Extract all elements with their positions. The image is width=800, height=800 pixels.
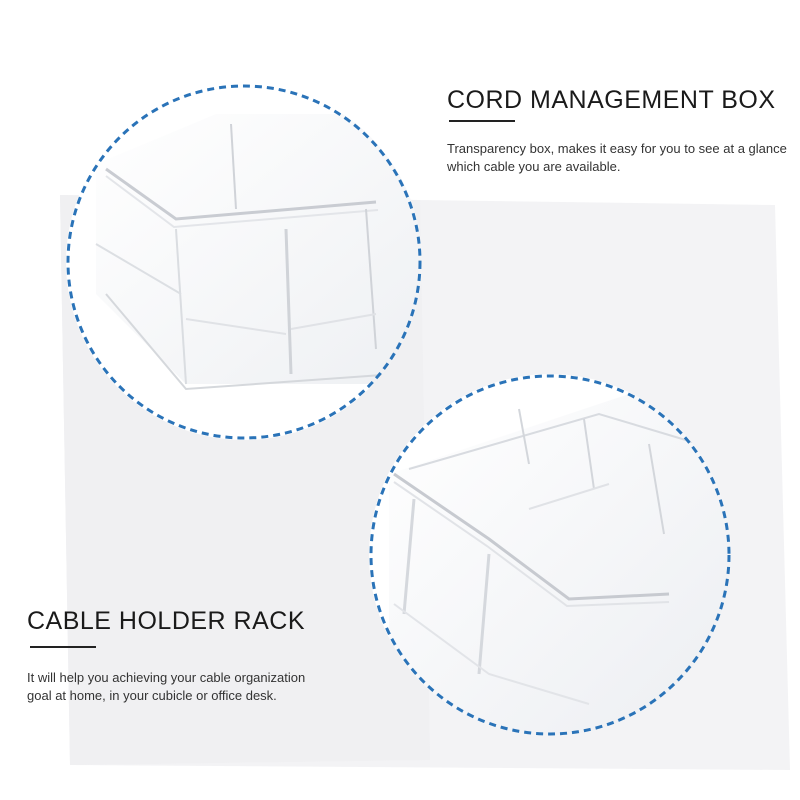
title-underline [30,646,96,648]
product-image-top [66,84,422,440]
section-title-cable-holder: CABLE HOLDER RACK [27,607,306,635]
section-description-cord-management: Transparency box, makes it easy for you … [447,141,787,174]
section-description-cable-holder: It will help you achieving your cable or… [27,670,306,703]
title-underline [449,120,515,122]
section-title-cord-management: CORD MANAGEMENT BOX [447,86,776,114]
product-image-bottom [369,374,731,736]
